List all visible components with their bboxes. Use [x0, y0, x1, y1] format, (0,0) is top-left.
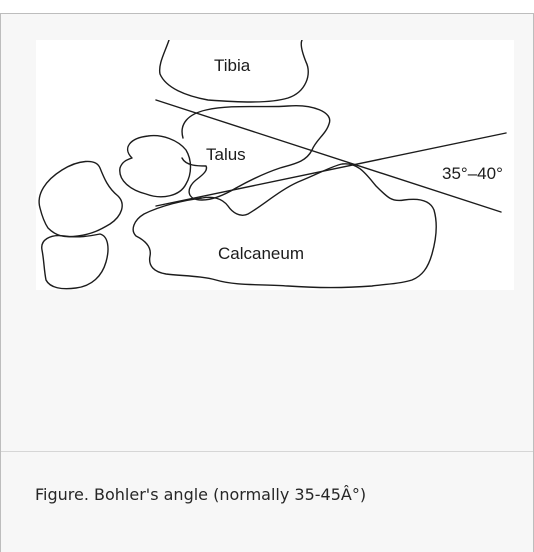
navicular-outline: [120, 136, 191, 197]
metatarsal-outline: [42, 234, 108, 289]
ankle-line-drawing: Tibia Talus Calcaneum 35°–40°: [36, 40, 514, 290]
angle-label: 35°–40°: [442, 164, 503, 183]
caption-divider: [1, 451, 533, 452]
bohler-angle-diagram: Tibia Talus Calcaneum 35°–40°: [36, 40, 514, 290]
tibia-label: Tibia: [214, 56, 251, 75]
cuboid-outline: [39, 161, 122, 236]
figure-card: Tibia Talus Calcaneum 35°–40° Figure. Bo…: [0, 13, 534, 552]
figure-area: Tibia Talus Calcaneum 35°–40°: [1, 14, 533, 451]
figure-caption: Figure. Bohler's angle (normally 35-45Â°…: [35, 485, 366, 504]
talus-label: Talus: [206, 145, 246, 164]
calcaneum-outline: [133, 164, 436, 288]
calcaneum-label: Calcaneum: [218, 244, 304, 263]
